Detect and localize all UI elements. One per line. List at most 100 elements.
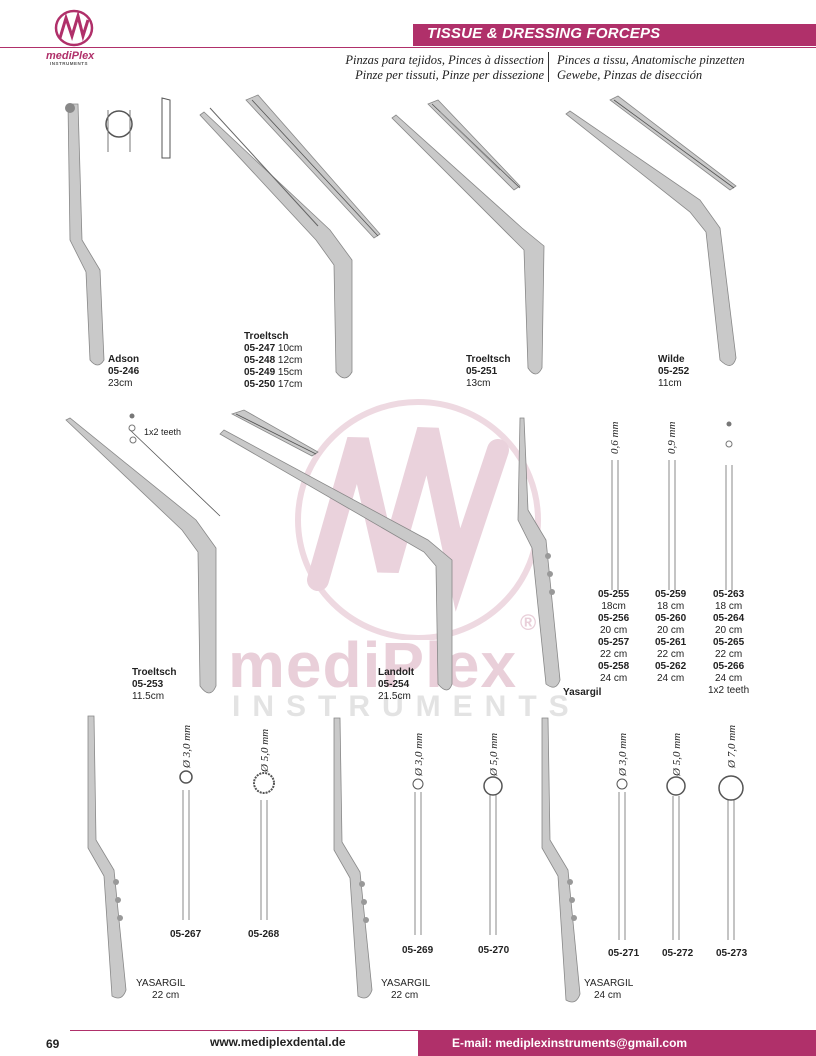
ya2-size: 22 cm	[391, 990, 419, 1001]
troeltsch-3-size: 11.5cm	[132, 691, 165, 702]
col2-size: 20 cm	[656, 625, 685, 636]
col2-code: 05-259	[655, 589, 687, 600]
troeltsch-1-size: 17cm	[277, 379, 303, 390]
ya2-name: YASARGIL	[381, 978, 431, 989]
ya2-tip1-mm: Ø 3,0 mm	[413, 732, 425, 776]
yasargil-forceps-image-2	[333, 717, 503, 999]
landolt-name: Landolt	[378, 667, 415, 678]
col1-size: 24 cm	[599, 673, 628, 684]
landolt-code: 05-254	[378, 679, 410, 690]
ya2-label: YASARGIL 22 cm	[381, 978, 430, 1002]
col3-code: 05-265	[713, 637, 745, 648]
watermark-sub: INSTRUMENTS	[232, 690, 581, 723]
brand-name: mediPlex	[46, 50, 95, 62]
ya3-name: YASARGIL	[584, 978, 634, 989]
ya3-tip1-code: 05-271	[608, 948, 640, 959]
page-number: 69	[46, 1037, 60, 1051]
subtitle-right-1: Pinces a tissu, Anatomische pinzetten	[557, 53, 745, 67]
troeltsch-3-teeth: 1x2 teeth	[144, 427, 182, 437]
ya1-label: YASARGIL 22 cm	[136, 978, 185, 1002]
col2-size: 22 cm	[656, 649, 685, 660]
col1-code: 05-255	[598, 589, 630, 600]
col1-size: 22 cm	[599, 649, 628, 660]
troeltsch-forceps-image-3	[65, 413, 221, 694]
troeltsch-forceps-image-1	[199, 94, 381, 379]
ya3-label: YASARGIL 24 cm	[584, 978, 633, 1002]
header-divider	[548, 52, 549, 82]
troeltsch-forceps-image-2	[391, 99, 545, 375]
adson-size: 23cm	[108, 378, 133, 389]
troeltsch-1-size: 10cm	[277, 343, 303, 354]
title-bar: TISSUE & DRESSING FORCEPS	[413, 24, 816, 46]
troeltsch-1-code: 05-247	[244, 343, 276, 354]
header-rule	[0, 47, 816, 48]
troeltsch-2-code: 05-251	[466, 366, 498, 377]
col1-code: 05-257	[598, 637, 630, 648]
wilde-size: 11cm	[658, 378, 682, 389]
wilde-name: Wilde	[658, 354, 685, 365]
wilde-code: 05-252	[658, 366, 690, 377]
footer-email-link[interactable]: E-mail: mediplexinstruments@gmail.com	[452, 1036, 688, 1050]
yasargil-small-image	[517, 417, 561, 688]
adson-label: Adson 05-246 23cm	[108, 354, 139, 390]
ya3-tip2-mm: Ø 5,0 mm	[671, 732, 683, 776]
ya1-tip2-code: 05-268	[248, 929, 280, 940]
col2-size: 18 cm	[656, 601, 685, 612]
col3-size: 18 cm	[714, 601, 743, 612]
col1-size: 20 cm	[599, 625, 628, 636]
col2-code: 05-260	[655, 613, 687, 624]
yasargil-small-name: Yasargil	[563, 687, 602, 698]
troeltsch-3-code: 05-253	[132, 679, 164, 690]
col3-code: 05-264	[713, 613, 745, 624]
adson-code: 05-246	[108, 366, 140, 377]
col1-size: 18cm	[601, 601, 626, 612]
thin-forceps-columns	[611, 421, 733, 590]
troeltsch-1-size: 12cm	[277, 355, 303, 366]
watermark-brand: mediPlex	[228, 629, 518, 701]
ya2-tip2-code: 05-270	[478, 945, 510, 956]
yasargil-forceps-image-3	[541, 717, 744, 1003]
col3-code: 05-266	[713, 661, 745, 672]
ya3-tip3-mm: Ø 7,0 mm	[726, 724, 738, 768]
subtitle-left-2: Pinze per tissuti, Pinze per dissezione	[355, 68, 544, 82]
ya1-tip1-code: 05-267	[170, 929, 202, 940]
wilde-label: Wilde 05-252 11cm	[658, 354, 689, 390]
wilde-forceps-image	[565, 95, 737, 366]
ya3-tip1-mm: Ø 3,0 mm	[617, 732, 629, 776]
landolt-label: Landolt 05-254 21.5cm	[378, 667, 414, 703]
watermark-logo	[295, 399, 541, 640]
landolt-forceps-image	[219, 409, 453, 691]
landolt-size: 21.5cm	[378, 691, 411, 702]
ya2-tip1-code: 05-269	[402, 945, 434, 956]
page-title: TISSUE & DRESSING FORCEPS	[427, 25, 661, 42]
troeltsch-2-label: Troeltsch 05-251 13cm	[466, 354, 510, 390]
footer-website-link[interactable]: www.mediplexdental.de	[210, 1035, 346, 1049]
troeltsch-3-label: Troeltsch 05-253 11.5cm	[132, 667, 176, 703]
ya1-size: 22 cm	[152, 990, 180, 1001]
col3-size: 22 cm	[714, 649, 743, 660]
col2-mm: 0,9 mm	[666, 421, 678, 454]
col2-size: 24 cm	[656, 673, 685, 684]
ya1-tip1-mm: Ø 3,0 mm	[181, 724, 193, 768]
col1-code: 05-258	[598, 661, 630, 672]
troeltsch-3-name: Troeltsch	[132, 667, 177, 678]
troeltsch-1-label: Troeltsch 05-247 10cm 05-248 12cm 05-249…	[244, 331, 302, 391]
col3-teeth: 1x2 teeth	[708, 685, 750, 696]
ya3-size: 24 cm	[594, 990, 622, 1001]
yasargil-small-label: Yasargil	[563, 687, 601, 699]
ya3-tip2-code: 05-272	[662, 948, 694, 959]
ya1-name: YASARGIL	[136, 978, 186, 989]
subtitle-left-1: Pinzas para tejidos, Pinces à dissection	[345, 53, 544, 67]
troeltsch-1-name: Troeltsch	[244, 331, 289, 342]
adson-name: Adson	[108, 354, 140, 365]
yasargil-forceps-image-1	[87, 715, 275, 999]
footer-bar	[418, 1030, 816, 1056]
col3-size: 20 cm	[714, 625, 743, 636]
troeltsch-1-size: 15cm	[277, 367, 303, 378]
footer-rule	[70, 1030, 430, 1031]
col3-size: 24 cm	[714, 673, 743, 684]
